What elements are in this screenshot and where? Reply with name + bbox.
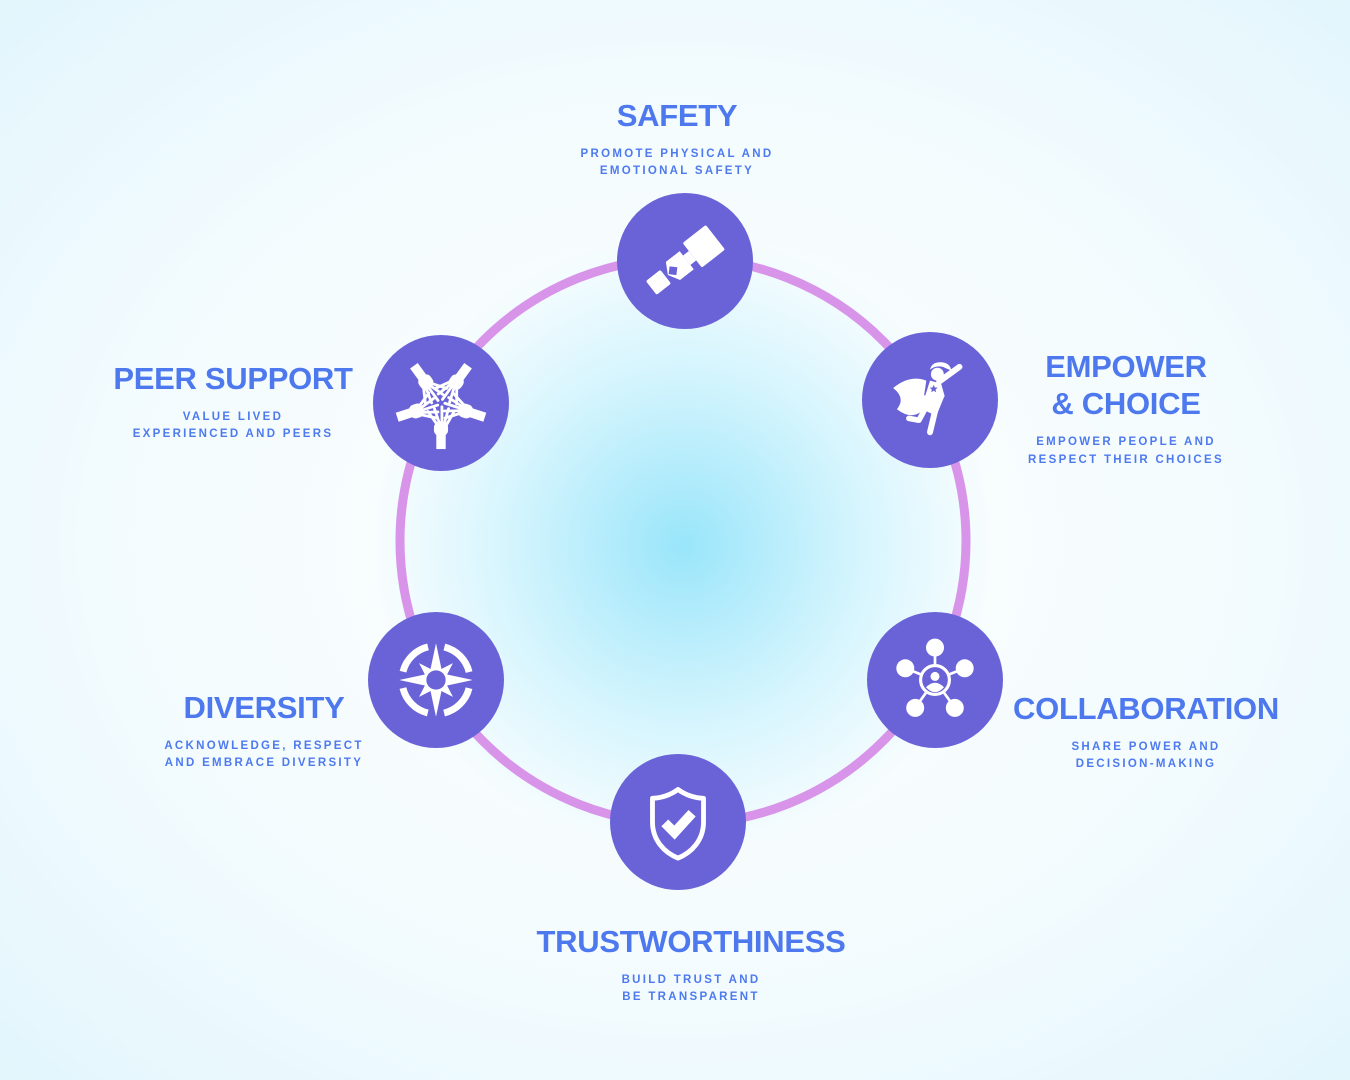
label-collaboration: COLLABORATION SHARE POWER AND DECISION-M… [956, 690, 1336, 774]
node-peer-support [373, 335, 509, 471]
node-trustworthiness [610, 754, 746, 890]
collaboration-title: COLLABORATION [1013, 691, 1279, 726]
label-diversity: DIVERSITY ACKNOWLEDGE, RESPECT AND EMBRA… [74, 689, 454, 773]
empower-choice-title: EMPOWER & CHOICE [1045, 349, 1207, 422]
label-peer-support: PEER SUPPORT VALUE LIVED EXPERIENCED AND… [43, 360, 423, 444]
shield-check-icon [650, 787, 706, 861]
label-trustworthiness: TRUSTWORTHINESS BUILD TRUST AND BE TRANS… [501, 923, 881, 1007]
safety-description: PROMOTE PHYSICAL AND EMOTIONAL SAFETY [580, 148, 774, 178]
diversity-title: DIVERSITY [183, 690, 345, 725]
peer-support-title: PEER SUPPORT [113, 361, 353, 396]
empower-choice-description: EMPOWER PEOPLE AND RESPECT THEIR CHOICES [1028, 436, 1224, 466]
seatbelt-icon [646, 225, 725, 295]
collaboration-description: SHARE POWER AND DECISION-MAKING [1071, 741, 1221, 771]
label-safety: SAFETY PROMOTE PHYSICAL AND EMOTIONAL SA… [487, 97, 867, 181]
superhero-icon [893, 362, 963, 436]
compass-icon [398, 642, 474, 718]
trustworthiness-title: TRUSTWORTHINESS [536, 924, 846, 959]
node-empower-choice [862, 332, 998, 468]
trustworthiness-description: BUILD TRUST AND BE TRANSPARENT [621, 974, 761, 1004]
node-collaboration [867, 612, 1003, 748]
node-safety [617, 193, 753, 329]
safety-title: SAFETY [616, 98, 738, 133]
node-diversity [368, 612, 504, 748]
network-icon [896, 638, 974, 717]
diversity-description: ACKNOWLEDGE, RESPECT AND EMBRACE DIVERSI… [164, 740, 364, 770]
label-empower-choice: EMPOWER & CHOICE EMPOWER PEOPLE AND RESP… [936, 348, 1316, 469]
peer-support-description: VALUE LIVED EXPERIENCED AND PEERS [132, 411, 334, 441]
